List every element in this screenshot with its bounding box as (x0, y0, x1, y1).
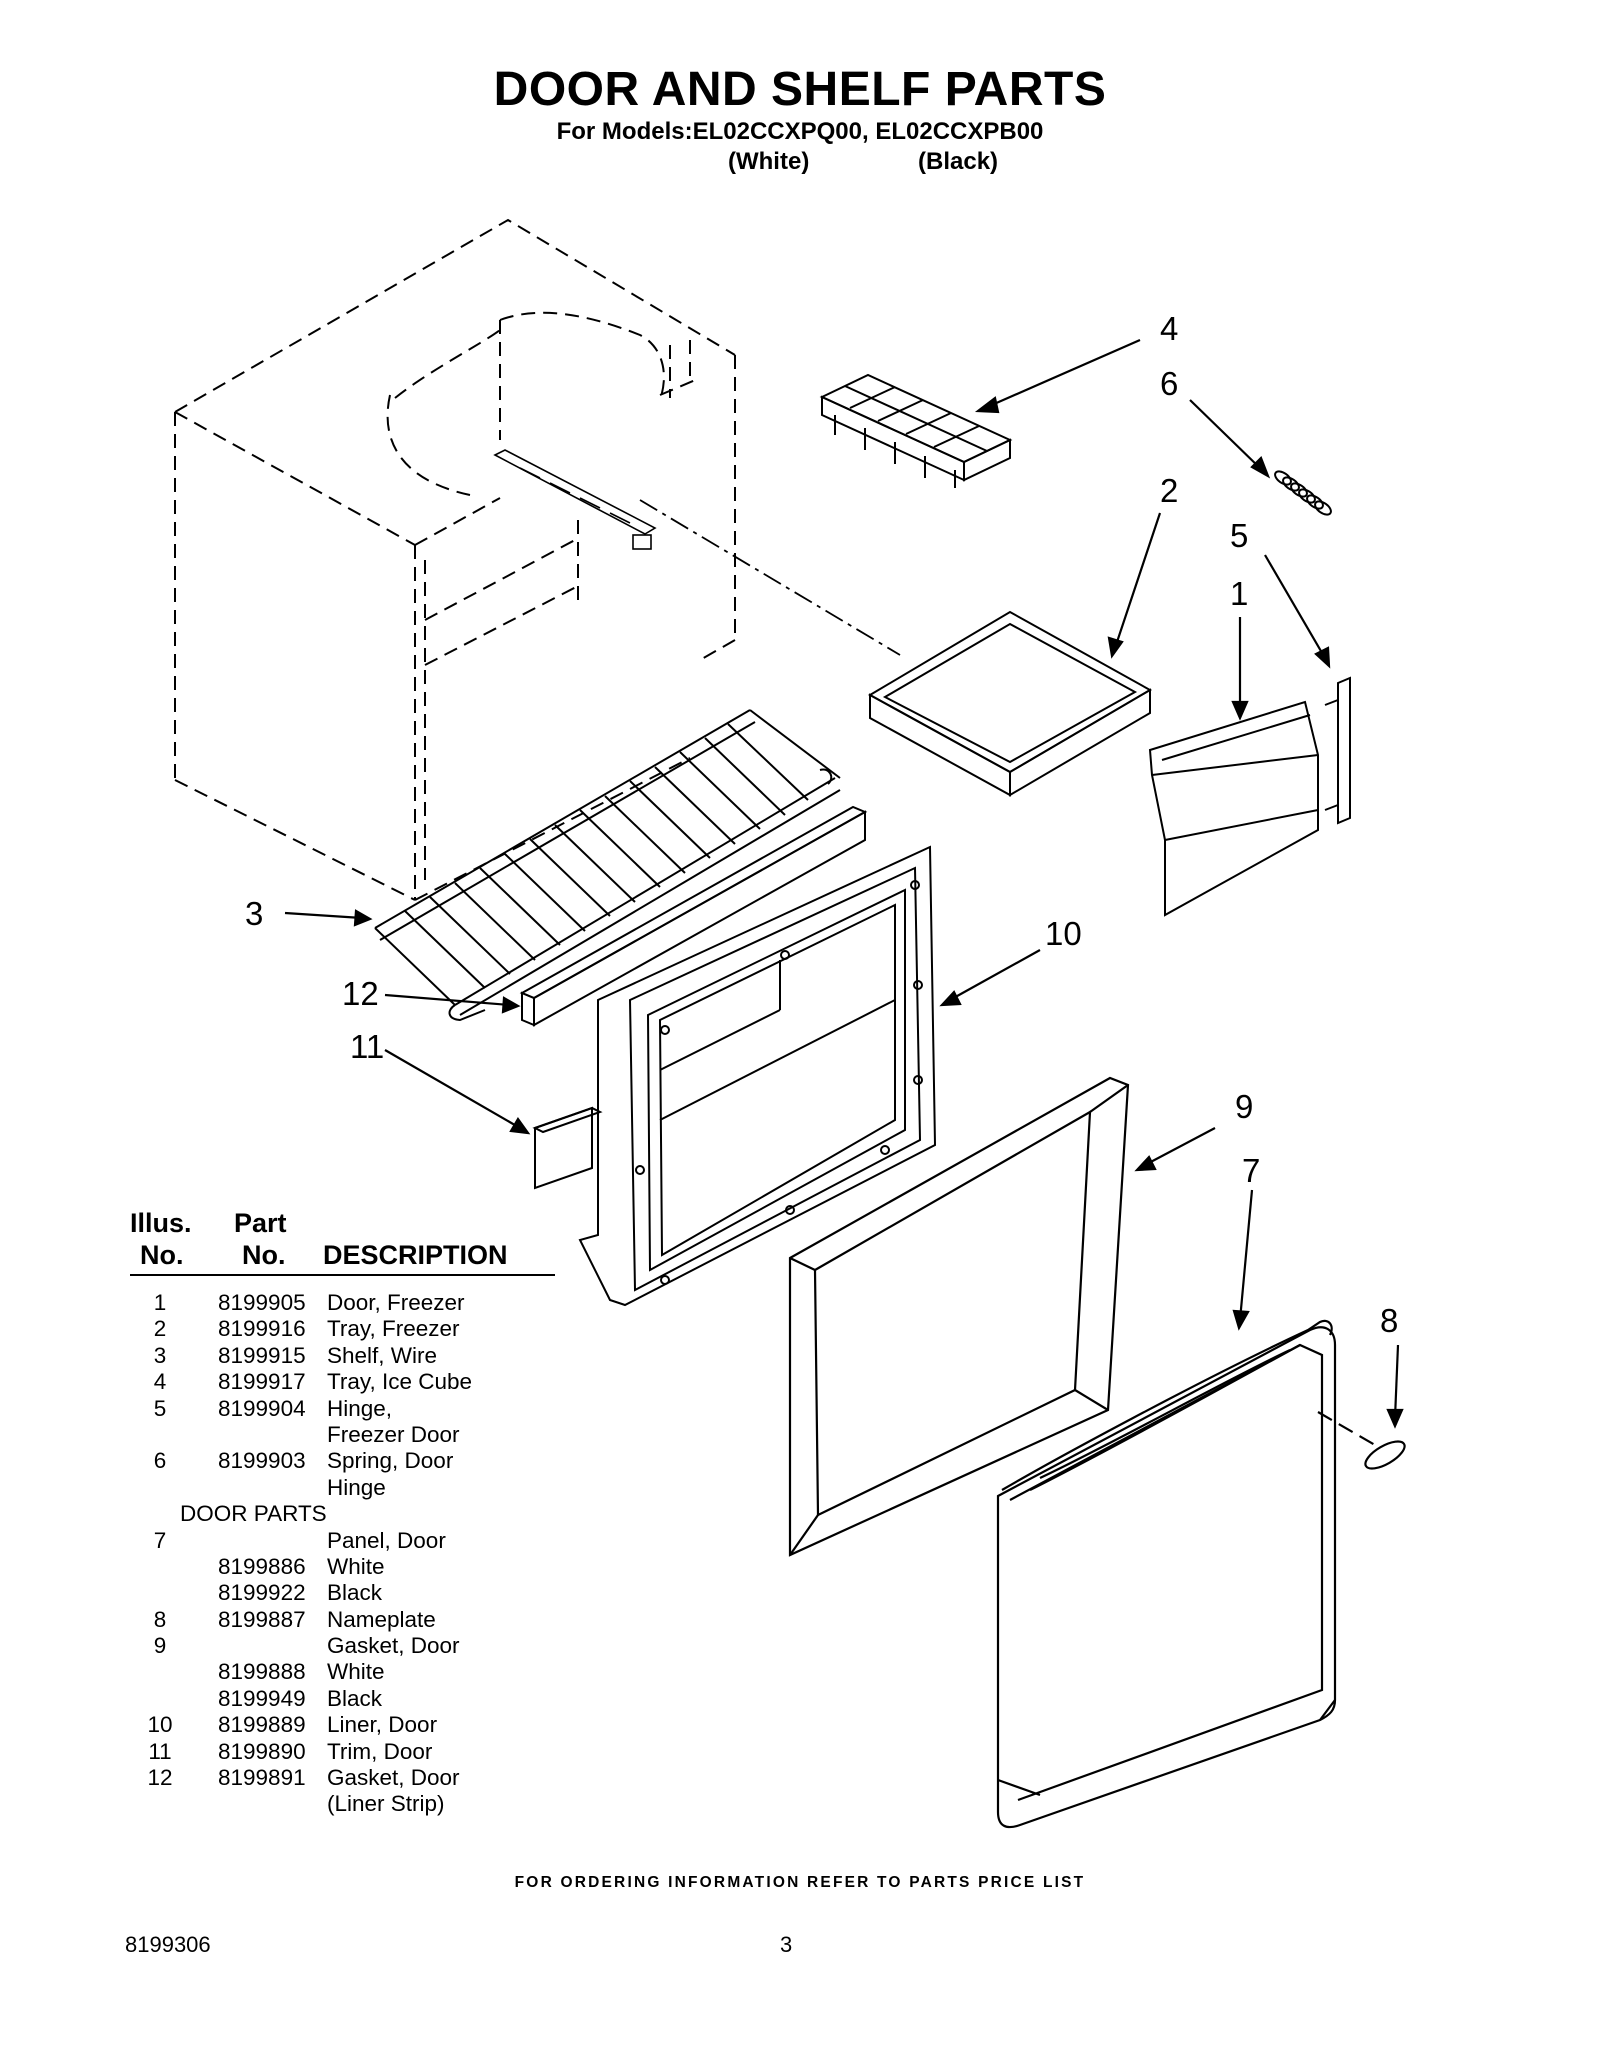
page-number: 3 (780, 1932, 793, 1957)
header-part-line2: No. (242, 1240, 286, 1270)
door-hinge-spring (1274, 470, 1332, 516)
table-section-door-parts: DOOR PARTS (180, 1501, 327, 1527)
callout-11: 11 (350, 1028, 384, 1065)
callout-5: 5 (1230, 517, 1248, 554)
callout-12: 12 (342, 975, 379, 1012)
callout-9: 9 (1235, 1088, 1253, 1125)
callout-7: 7 (1242, 1152, 1260, 1189)
leader-arrows (284, 338, 1404, 1429)
header-underline (130, 1274, 555, 1276)
model-color-black: (Black) (918, 148, 999, 175)
nameplate (1364, 1440, 1406, 1470)
callout-1: 1 (1230, 575, 1248, 612)
header-illus-line2: No. (140, 1240, 184, 1270)
freezer-tray (867, 610, 1153, 797)
table-row: Freezer Door (327, 1421, 460, 1447)
callout-4: 4 (1160, 310, 1178, 347)
callout-8: 8 (1380, 1302, 1398, 1339)
callout-2: 2 (1160, 472, 1178, 509)
model-color-white: (White) (728, 148, 810, 175)
page-title: DOOR AND SHELF PARTS (493, 63, 1107, 116)
document-number: 8199306 (125, 1932, 211, 1957)
callout-10: 10 (1045, 915, 1082, 952)
freezer-door-hinge (1324, 676, 1351, 825)
header-illus-line1: Illus. (130, 1208, 192, 1238)
projection-line-tray (639, 499, 901, 656)
models-line: For Models:EL02CCXPQ00, EL02CCXPB00 (556, 118, 1044, 145)
door-liner (578, 845, 937, 1307)
ordering-footer: FOR ORDERING INFORMATION REFER TO PARTS … (514, 1874, 1086, 1891)
door-trim (532, 1106, 603, 1190)
wire-shelf (374, 709, 841, 1022)
door-gasket (788, 1076, 1130, 1557)
liner-strip-gasket (519, 805, 868, 1027)
ice-cube-tray (819, 373, 1013, 488)
parts-table-header: Illus. No. Part No. DESCRIPTION (130, 1208, 555, 1276)
projection-line-nameplate (1317, 1411, 1376, 1446)
cabinet-control-strip (493, 449, 657, 550)
header-part-line1: Part (234, 1208, 287, 1238)
freezer-door-flap (1148, 700, 1319, 917)
callout-3: 3 (245, 895, 263, 932)
door-panel (996, 1319, 1376, 1829)
table-row: (Liner Strip) (327, 1791, 445, 1817)
table-row: Hinge (327, 1474, 386, 1500)
cabinet-outline (174, 218, 736, 901)
header-description: DESCRIPTION (323, 1240, 508, 1270)
callout-6: 6 (1160, 365, 1178, 402)
